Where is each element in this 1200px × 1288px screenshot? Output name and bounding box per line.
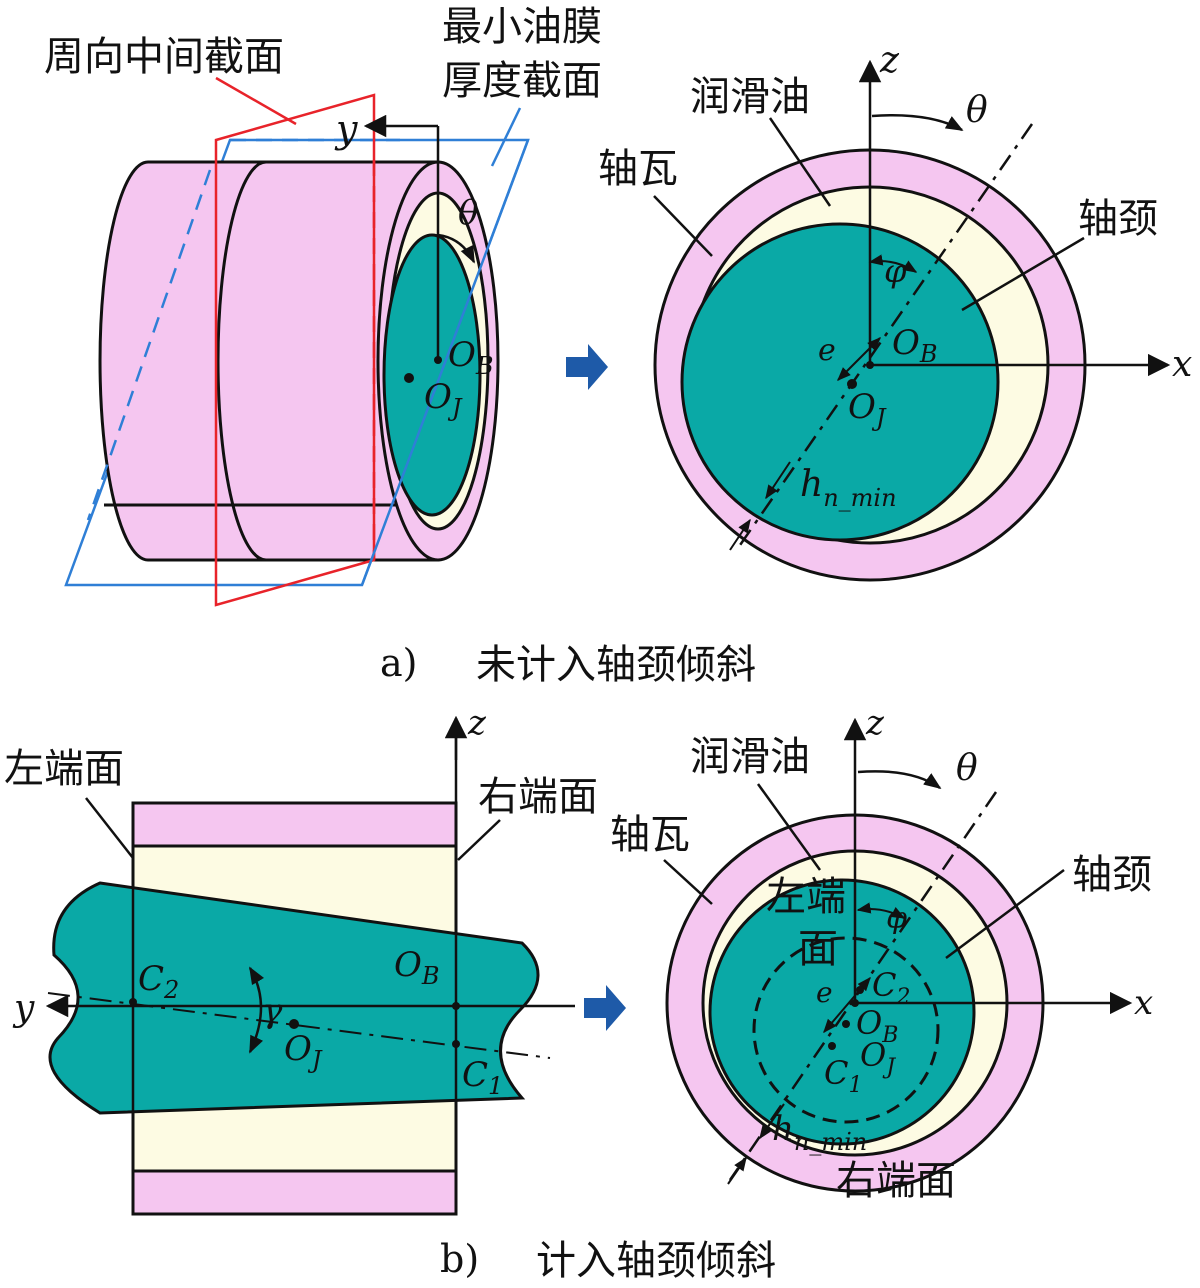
- phi-label-b: φ: [886, 901, 907, 936]
- label-OB-a: OB: [448, 335, 494, 380]
- ring-edge: [216, 160, 267, 562]
- hmin-arrow-a: [765, 461, 791, 500]
- leader-oil-b: [756, 783, 822, 871]
- point-C2-b2: [856, 986, 864, 994]
- panel-a-3d-bearing: y θ OB OJ 周向中间截面 最小油膜 厚度截面: [44, 4, 602, 607]
- gamma-label: γ: [262, 991, 283, 1031]
- label-C2-b2: C2: [872, 966, 910, 1010]
- label-OB-b2: OB: [856, 1004, 898, 1048]
- label-OJ-a2: OJ: [848, 387, 887, 432]
- label-OB-a2: OB: [892, 323, 938, 368]
- axis-x-a2-label: x: [1172, 344, 1192, 385]
- section-b-left-face-circle: [752, 936, 940, 1124]
- hmin-arrow-b2: [727, 1156, 747, 1185]
- leader-left-face: [85, 797, 134, 859]
- label-journal-b: 轴颈: [1072, 852, 1152, 898]
- leader-bearing-a: [653, 195, 713, 257]
- phi-label-a: φ: [884, 252, 907, 290]
- label-left-face-b2-line2: 面: [798, 926, 838, 972]
- bearing-body: [98, 160, 440, 562]
- theta-arrow-b2: [857, 770, 942, 790]
- label-OJ-a: OJ: [424, 377, 463, 422]
- min-film-plane-dash-left: [86, 169, 212, 521]
- phi-arc-a: [868, 254, 918, 273]
- e-label-b: e: [816, 976, 833, 1009]
- flow-arrow-b: [584, 985, 626, 1031]
- panel-b-side-view: z y γ C2 OB OJ C1 左端面 右端面: [4, 703, 598, 1216]
- side-bearing-top: [131, 801, 458, 848]
- phi-arc-b: [856, 902, 906, 919]
- point-OB-a: [434, 356, 442, 364]
- leader-right-face: [457, 819, 501, 861]
- leader-bearing-b: [663, 859, 713, 905]
- theta-label-b2: θ: [956, 748, 978, 789]
- label-bearing-a: 轴瓦: [598, 146, 678, 192]
- label-min-film-line1: 最小油膜: [442, 4, 602, 50]
- point-C1-b2: [828, 1042, 836, 1050]
- caption-a-letter: a): [380, 641, 417, 685]
- label-right-face: 右端面: [478, 774, 598, 820]
- end-face-journal: [382, 233, 482, 517]
- theta-label-a: θ: [458, 193, 478, 233]
- panel-b-section: z x θ φ e C2 OB OJ C1 hn_min 润滑油 轴瓦 轴颈 左…: [610, 703, 1153, 1204]
- leader-journal-a: [961, 236, 1085, 312]
- label-OJ-b2: OJ: [860, 1036, 896, 1080]
- label-C2-b: C2: [138, 959, 179, 1004]
- theta-label-a2: θ: [966, 90, 988, 131]
- min-film-plane-front: [360, 139, 530, 586]
- point-C2-b: [129, 998, 137, 1006]
- hmin-label-a: hn_min: [800, 464, 897, 512]
- hmin-label-b: hn_min: [772, 1109, 867, 1156]
- gamma-arc: [248, 966, 265, 1054]
- label-OB-b: OB: [394, 945, 440, 990]
- label-min-film-line2: 厚度截面: [442, 58, 602, 104]
- theta-arrow-a: [437, 233, 476, 264]
- side-bearing-bottom: [131, 1169, 458, 1216]
- label-circumferential-section: 周向中间截面: [44, 34, 284, 80]
- flow-arrow-a: [566, 344, 608, 390]
- axis-x-b2-label: x: [1134, 983, 1153, 1023]
- axis-z-b-label: z: [467, 703, 487, 743]
- label-oil-b: 润滑油: [690, 734, 810, 780]
- leader-min-film: [490, 107, 522, 167]
- leader-oil-a: [768, 117, 832, 207]
- e-label-a: e: [818, 333, 836, 368]
- label-left-face-b2-line1: 左端: [766, 874, 846, 920]
- point-OB-a2: [866, 361, 874, 369]
- point-OB-b2: [851, 999, 859, 1007]
- hmin-arrow-b: [759, 1103, 785, 1140]
- point-C1-b: [452, 1040, 460, 1048]
- point-OJ-b2: [842, 1020, 850, 1028]
- axis-z-a2-label: z: [879, 40, 900, 81]
- axis-y-a-label: y: [334, 107, 358, 151]
- point-OJ-b: [289, 1019, 299, 1029]
- e-arrow-a: [837, 337, 881, 381]
- point-OJ-a2: [847, 379, 857, 389]
- label-oil-a: 润滑油: [690, 74, 810, 120]
- theta-arrow-a2: [871, 114, 964, 132]
- axis-z-b2-label: z: [865, 703, 885, 743]
- label-right-face-b2: 右端面: [836, 1158, 956, 1204]
- hmin-arrow-a2: [729, 518, 751, 551]
- label-C1-b2: C1: [824, 1054, 862, 1098]
- section-a-journal: [680, 222, 1000, 542]
- point-OJ-a: [404, 373, 414, 383]
- label-OJ-b: OJ: [284, 1029, 323, 1074]
- leader-circumferential: [215, 76, 297, 126]
- label-bearing-b: 轴瓦: [610, 812, 690, 858]
- leader-journal-b: [945, 868, 1065, 960]
- point-OB-b: [452, 1002, 460, 1010]
- label-C1-b: C1: [462, 1055, 503, 1100]
- caption-a: 未计入轴颈倾斜: [476, 642, 756, 688]
- caption-b-letter: b): [440, 1237, 479, 1281]
- label-left-face: 左端面: [4, 746, 124, 792]
- line-of-centres-a: [736, 123, 1034, 549]
- label-journal-a: 轴颈: [1078, 196, 1158, 242]
- caption-b: 计入轴颈倾斜: [536, 1238, 776, 1284]
- panel-a-section: z x θ φ e OB OJ hn_min 润滑油 轴瓦 轴颈: [598, 40, 1192, 582]
- axis-y-b-label: y: [12, 988, 35, 1029]
- side-journal: [48, 881, 540, 1115]
